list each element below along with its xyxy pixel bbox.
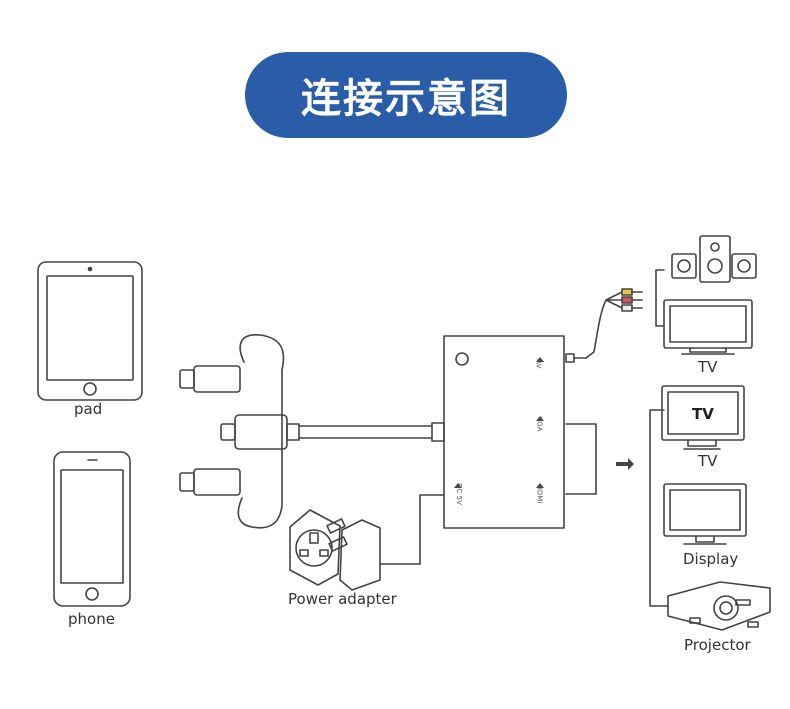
tv-icon-top	[663, 299, 753, 355]
display-icon	[663, 483, 747, 545]
cable-connectors	[179, 334, 445, 529]
power-adapter-label: Power adapter	[288, 590, 397, 608]
tv-icon-middle	[661, 385, 745, 450]
pad-label: pad	[74, 400, 103, 418]
tv-screen-label: TV	[692, 405, 714, 423]
output-bracket	[649, 409, 669, 607]
port-label-dc: DC 5V	[454, 483, 463, 505]
video-output-bracket	[565, 423, 634, 495]
phone-icon	[53, 451, 131, 607]
port-label-hdmi: HDMI	[535, 484, 544, 504]
title-banner: 连接示意图	[245, 52, 567, 138]
av-cable	[565, 269, 665, 363]
tv-label-top: TV	[698, 358, 718, 376]
projector-label: Projector	[684, 636, 751, 654]
page-title: 连接示意图	[301, 76, 511, 122]
phone-label: phone	[68, 610, 115, 628]
port-label-vga: VGA	[535, 416, 544, 432]
projector-icon	[667, 581, 771, 631]
tv-label-middle: TV	[698, 452, 718, 470]
port-label-av: AV	[534, 359, 543, 369]
adapter-hub	[443, 335, 565, 529]
display-label: Display	[683, 550, 739, 568]
tablet-icon	[37, 261, 143, 401]
speaker-icon	[671, 235, 757, 283]
power-adapter-icon	[289, 494, 445, 591]
